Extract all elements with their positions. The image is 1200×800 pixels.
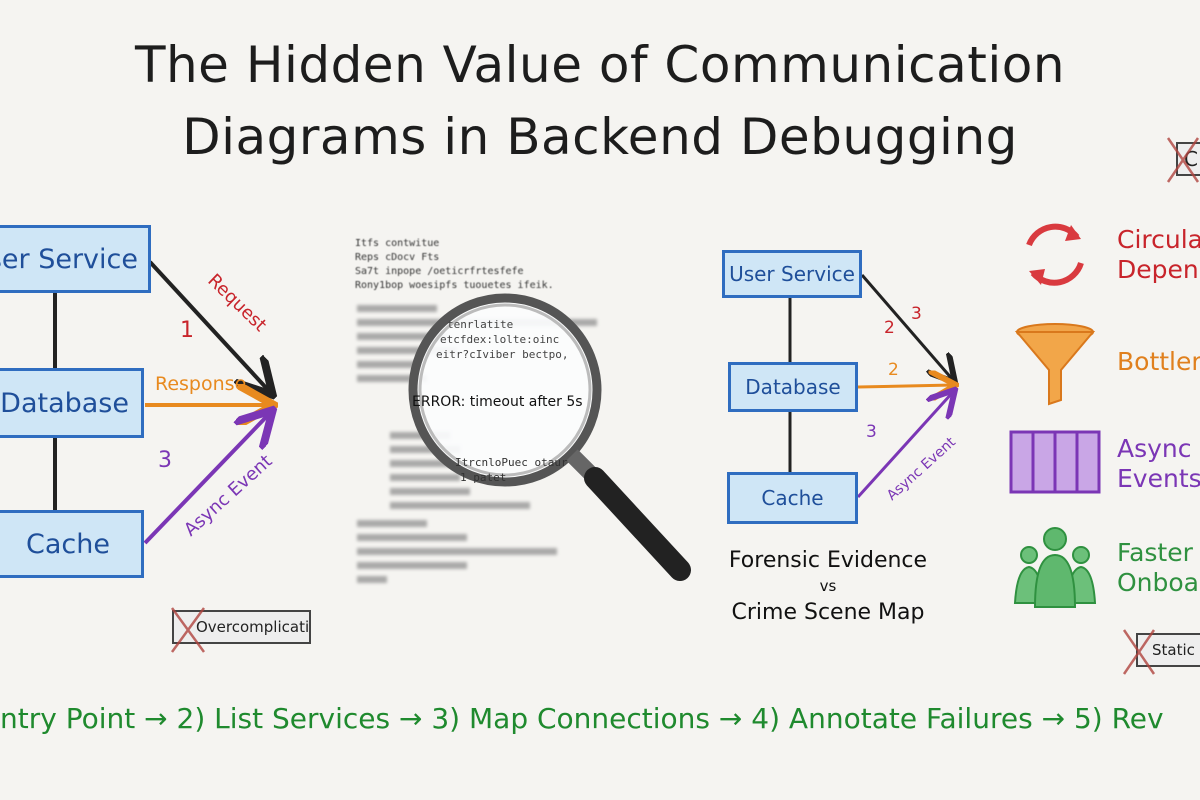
flow-step-5: 5) Rev (1073, 702, 1164, 735)
flow-step-1: ntry Point (0, 702, 136, 735)
side-item-label: Faster (1117, 538, 1193, 567)
side-item-label: Bottler (1117, 347, 1200, 376)
queue-icon (1009, 430, 1101, 494)
process-flow: ntry Point → 2) List Services → 3) Map C… (0, 702, 1164, 735)
magnified-log-line: etcfdex:lolte:oinc (440, 333, 560, 346)
flow-arrow-icon: → (1041, 702, 1066, 735)
cross-icon (170, 607, 206, 653)
flow-arrow-icon: → (144, 702, 168, 735)
cross-icon (1122, 629, 1156, 675)
left-response-label: Response (155, 373, 247, 395)
side-item-label: Depenc (1117, 255, 1200, 284)
magnified-log-line: ItrcnloPuec otaur (455, 456, 568, 469)
log-line: Rony1bop woesipfs tuouetes ifeik. (355, 280, 554, 291)
left-box-database: Database (0, 368, 144, 438)
left-request-arrow (148, 260, 270, 392)
right-purple-arrow (856, 392, 953, 499)
side-item-label: Events (1117, 464, 1200, 493)
left-box-database-label: Database (0, 387, 129, 419)
side-item-label: Onboar (1117, 568, 1200, 597)
side-item-label: Circula (1117, 225, 1200, 254)
side-item-bottlenecks: Bottler (1117, 347, 1200, 377)
left-async-arrow (143, 413, 270, 545)
left-box-cache: Cache (0, 510, 144, 578)
funnel-icon (1014, 323, 1096, 406)
log-line: Itfs contwitue (355, 238, 440, 249)
magnified-log-line: tenrlatite (447, 318, 514, 331)
side-item-label: Async (1117, 434, 1192, 463)
circular-arrows-icon (1026, 223, 1084, 286)
side-item-faster-onboarding: Faster Onboar (1117, 538, 1200, 598)
flow-arrow-icon: → (718, 702, 743, 735)
side-item-async-events: Async Events (1117, 434, 1200, 494)
flow-step-3: 3) Map Connections (431, 702, 711, 735)
left-async-number: 3 (158, 448, 172, 473)
flow-arrow-icon: → (398, 702, 423, 735)
right-box-cache: Cache (727, 472, 858, 524)
magnified-log-line: 1 patet (460, 471, 507, 484)
right-black-arrow-number: 2 (884, 318, 895, 338)
right-box-user-service: User Service (722, 250, 862, 298)
right-purple-arrow-number: 3 (866, 422, 877, 442)
magnifying-glass-icon (408, 293, 691, 581)
right-box-database: Database (728, 362, 858, 412)
anti-pattern-label: Overcomplicating (196, 618, 310, 636)
error-log-line: ERROR: timeout after 5s (412, 394, 583, 410)
log-line: Reps cDocv Fts (355, 252, 440, 263)
flow-step-2: 2) List Services (176, 702, 391, 735)
right-orange-arrow-number: 2 (888, 360, 899, 380)
flow-step-4: 4) Annotate Failures (751, 702, 1033, 735)
crossed-item-static-label: Static (1152, 641, 1195, 659)
right-black-arrow-number: 3 (911, 304, 922, 324)
log-line: Sa7t inpope /oeticrfrtesfefe (355, 266, 524, 277)
right-orange-arrow (857, 385, 953, 387)
title-line-1: The Hidden Value of Communication (134, 36, 1066, 94)
caption-line-2: vs (819, 577, 837, 595)
caption-line-1: Forensic Evidence (728, 548, 928, 573)
caption-line-3: Crime Scene Map (731, 600, 925, 625)
cross-icon (1166, 137, 1200, 183)
title-line-2: Diagrams in Backend Debugging (182, 108, 1018, 166)
right-black-arrow (860, 274, 953, 380)
magnified-log-line: eitr?cIviber bectpo, (436, 348, 569, 361)
left-request-number: 1 (180, 318, 194, 343)
left-box-user-service: ser Service (0, 225, 151, 293)
people-group-icon (1013, 527, 1097, 608)
side-item-circular-dependencies: Circula Depenc (1117, 225, 1200, 285)
